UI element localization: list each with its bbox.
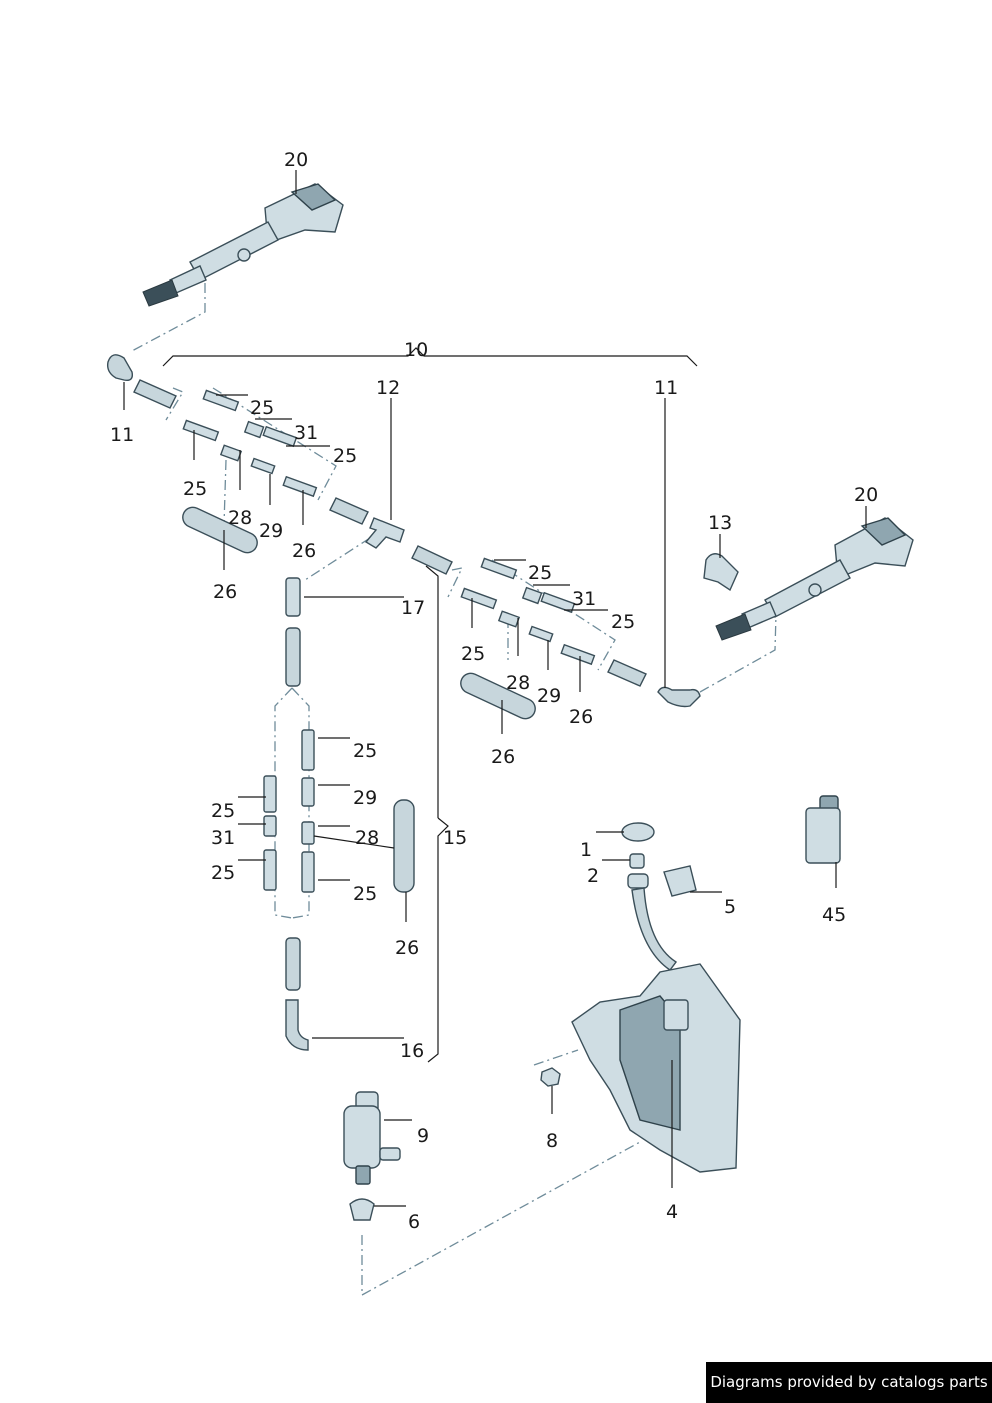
connector-parts-left <box>182 389 318 554</box>
connector-parts-right <box>460 557 596 720</box>
callout-25: 25 <box>183 478 207 500</box>
callout-25: 25 <box>353 883 377 905</box>
callout-31: 31 <box>211 827 235 849</box>
callout-25: 25 <box>353 740 377 762</box>
callout-26: 26 <box>213 581 237 603</box>
callout-15: 15 <box>443 827 467 849</box>
callout-25: 25 <box>528 562 552 584</box>
callout-29: 29 <box>259 520 283 542</box>
callout-26: 26 <box>395 937 419 959</box>
callout-5: 5 <box>724 896 736 918</box>
callout-11-right: 11 <box>654 377 678 399</box>
callout-25: 25 <box>250 397 274 419</box>
callout-26: 26 <box>569 706 593 728</box>
callout-1: 1 <box>580 839 592 861</box>
grommet-6 <box>349 1198 375 1221</box>
callout-6: 6 <box>408 1211 420 1233</box>
washer-nozzle-right <box>715 517 914 641</box>
clip-13 <box>703 553 739 592</box>
nut-8 <box>540 1067 561 1087</box>
callout-8: 8 <box>546 1130 558 1152</box>
callout-26: 26 <box>491 746 515 768</box>
credit-banner: Diagrams provided by catalogs parts <box>706 1362 992 1403</box>
callout-17: 17 <box>401 597 425 619</box>
callout-25: 25 <box>211 862 235 884</box>
callout-29: 29 <box>537 685 561 707</box>
callout-13: 13 <box>708 512 732 534</box>
fluid-bottle-45 <box>805 795 841 864</box>
elbow-left <box>106 354 134 382</box>
washer-pump-9 <box>343 1091 401 1185</box>
cap-parts <box>621 822 697 897</box>
callout-20-right: 20 <box>854 484 878 506</box>
callout-12: 12 <box>376 377 400 399</box>
callout-16: 16 <box>400 1040 424 1062</box>
callout-26: 26 <box>292 540 316 562</box>
callout-2: 2 <box>587 865 599 887</box>
washer-reservoir <box>571 873 741 1173</box>
callout-25: 25 <box>461 643 485 665</box>
washer-nozzle-top <box>142 183 344 307</box>
callout-45: 45 <box>822 904 846 926</box>
callout-25: 25 <box>211 800 235 822</box>
callout-labels: 20 10 11 12 11 20 13 25 31 25 25 28 29 2… <box>110 149 878 1233</box>
callout-28: 28 <box>228 507 252 529</box>
leader-lines <box>123 170 867 1207</box>
callout-29: 29 <box>353 787 377 809</box>
callout-11-left: 11 <box>110 424 134 446</box>
callout-10: 10 <box>404 339 428 361</box>
callout-25: 25 <box>333 445 357 467</box>
callout-4: 4 <box>666 1201 678 1223</box>
callout-28: 28 <box>355 827 379 849</box>
callout-9: 9 <box>417 1125 429 1147</box>
callout-25: 25 <box>611 611 635 633</box>
callout-31: 31 <box>572 588 596 610</box>
hose-segments <box>133 379 647 687</box>
vertical-hose-column <box>263 577 415 1051</box>
elbow-right <box>657 686 701 708</box>
callout-28: 28 <box>506 672 530 694</box>
callout-20-top: 20 <box>284 149 308 171</box>
callout-31: 31 <box>294 422 318 444</box>
